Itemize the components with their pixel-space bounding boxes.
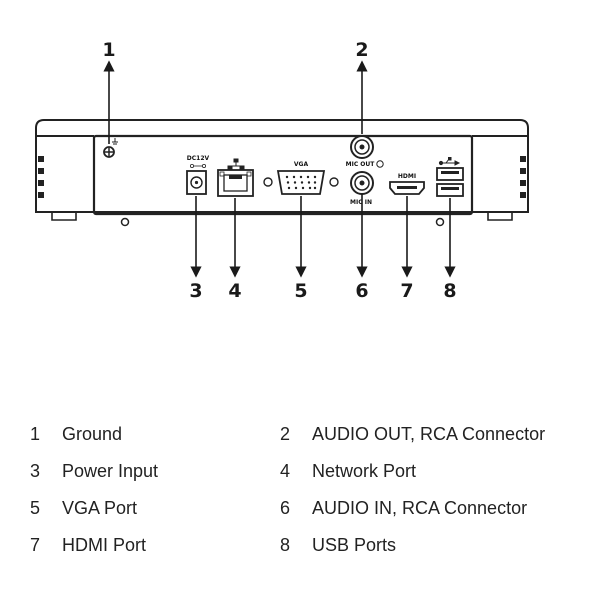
legend-number: 3 bbox=[30, 461, 41, 481]
legend-item-audio-in: 6 AUDIO IN, RCA Connector bbox=[280, 498, 580, 522]
rear-panel-diagram: DC12V VGA bbox=[35, 39, 529, 302]
ground-icon bbox=[112, 138, 118, 145]
ground-screw bbox=[103, 146, 115, 158]
mic-out-screw bbox=[376, 160, 384, 168]
legend-label: USB Ports bbox=[312, 535, 397, 555]
callout-6: 6 bbox=[355, 280, 368, 302]
power-jack bbox=[186, 170, 207, 195]
vga-port bbox=[263, 170, 339, 195]
vga-port-label: VGA bbox=[294, 161, 309, 168]
legend-label: VGA Port bbox=[62, 498, 138, 518]
legend-label: AUDIO IN, RCA Connector bbox=[312, 498, 528, 518]
hdmi-port bbox=[389, 181, 425, 195]
legend-number: 5 bbox=[30, 498, 41, 518]
legend-label: AUDIO OUT, RCA Connector bbox=[312, 424, 546, 444]
mic-out-label: MIC OUT bbox=[346, 161, 376, 168]
legend-number: 6 bbox=[280, 498, 291, 518]
legend-number: 1 bbox=[30, 424, 41, 444]
legend-label: Ground bbox=[62, 424, 123, 444]
polarity-icon bbox=[189, 163, 206, 168]
legend-number: 2 bbox=[280, 424, 291, 444]
power-port-label: DC12V bbox=[187, 155, 210, 162]
foot-right bbox=[435, 217, 445, 227]
foot-left bbox=[120, 217, 130, 227]
hdmi-port-label: HDMI bbox=[398, 173, 416, 180]
port-legend: 1 Ground 2 AUDIO OUT, RCA Connector 3 Po… bbox=[30, 424, 590, 559]
legend-label: Network Port bbox=[312, 461, 417, 481]
usb-ports bbox=[436, 167, 464, 197]
legend-number: 8 bbox=[280, 535, 291, 555]
network-icon bbox=[227, 158, 245, 170]
side-vents-right bbox=[520, 156, 526, 198]
audio-out-rca bbox=[350, 135, 374, 159]
network-port bbox=[217, 169, 254, 197]
device-body bbox=[35, 119, 529, 221]
legend-number: 4 bbox=[280, 461, 291, 481]
callout-3: 3 bbox=[189, 280, 202, 302]
callout-8: 8 bbox=[443, 280, 456, 302]
legend-item-audio-out: 2 AUDIO OUT, RCA Connector bbox=[280, 424, 580, 448]
side-vents-left bbox=[38, 156, 44, 198]
callout-2: 2 bbox=[355, 39, 368, 61]
mic-in-label: MIC IN bbox=[350, 199, 372, 206]
callout-5: 5 bbox=[294, 280, 307, 302]
callout-4: 4 bbox=[228, 280, 241, 302]
legend-item-ground: 1 Ground bbox=[30, 424, 280, 448]
callout-7: 7 bbox=[400, 280, 413, 302]
legend-item-hdmi-port: 7 HDMI Port bbox=[30, 535, 280, 559]
legend-item-vga-port: 5 VGA Port bbox=[30, 498, 280, 522]
usb-icon bbox=[438, 157, 461, 166]
legend-label: HDMI Port bbox=[62, 535, 147, 555]
legend-item-network-port: 4 Network Port bbox=[280, 461, 580, 485]
legend-number: 7 bbox=[30, 535, 41, 555]
callout-1: 1 bbox=[102, 39, 115, 61]
legend-label: Power Input bbox=[62, 461, 159, 481]
legend-item-usb-ports: 8 USB Ports bbox=[280, 535, 580, 559]
legend-item-power-input: 3 Power Input bbox=[30, 461, 280, 485]
callout-arrows bbox=[103, 60, 456, 278]
audio-in-rca bbox=[350, 171, 374, 195]
